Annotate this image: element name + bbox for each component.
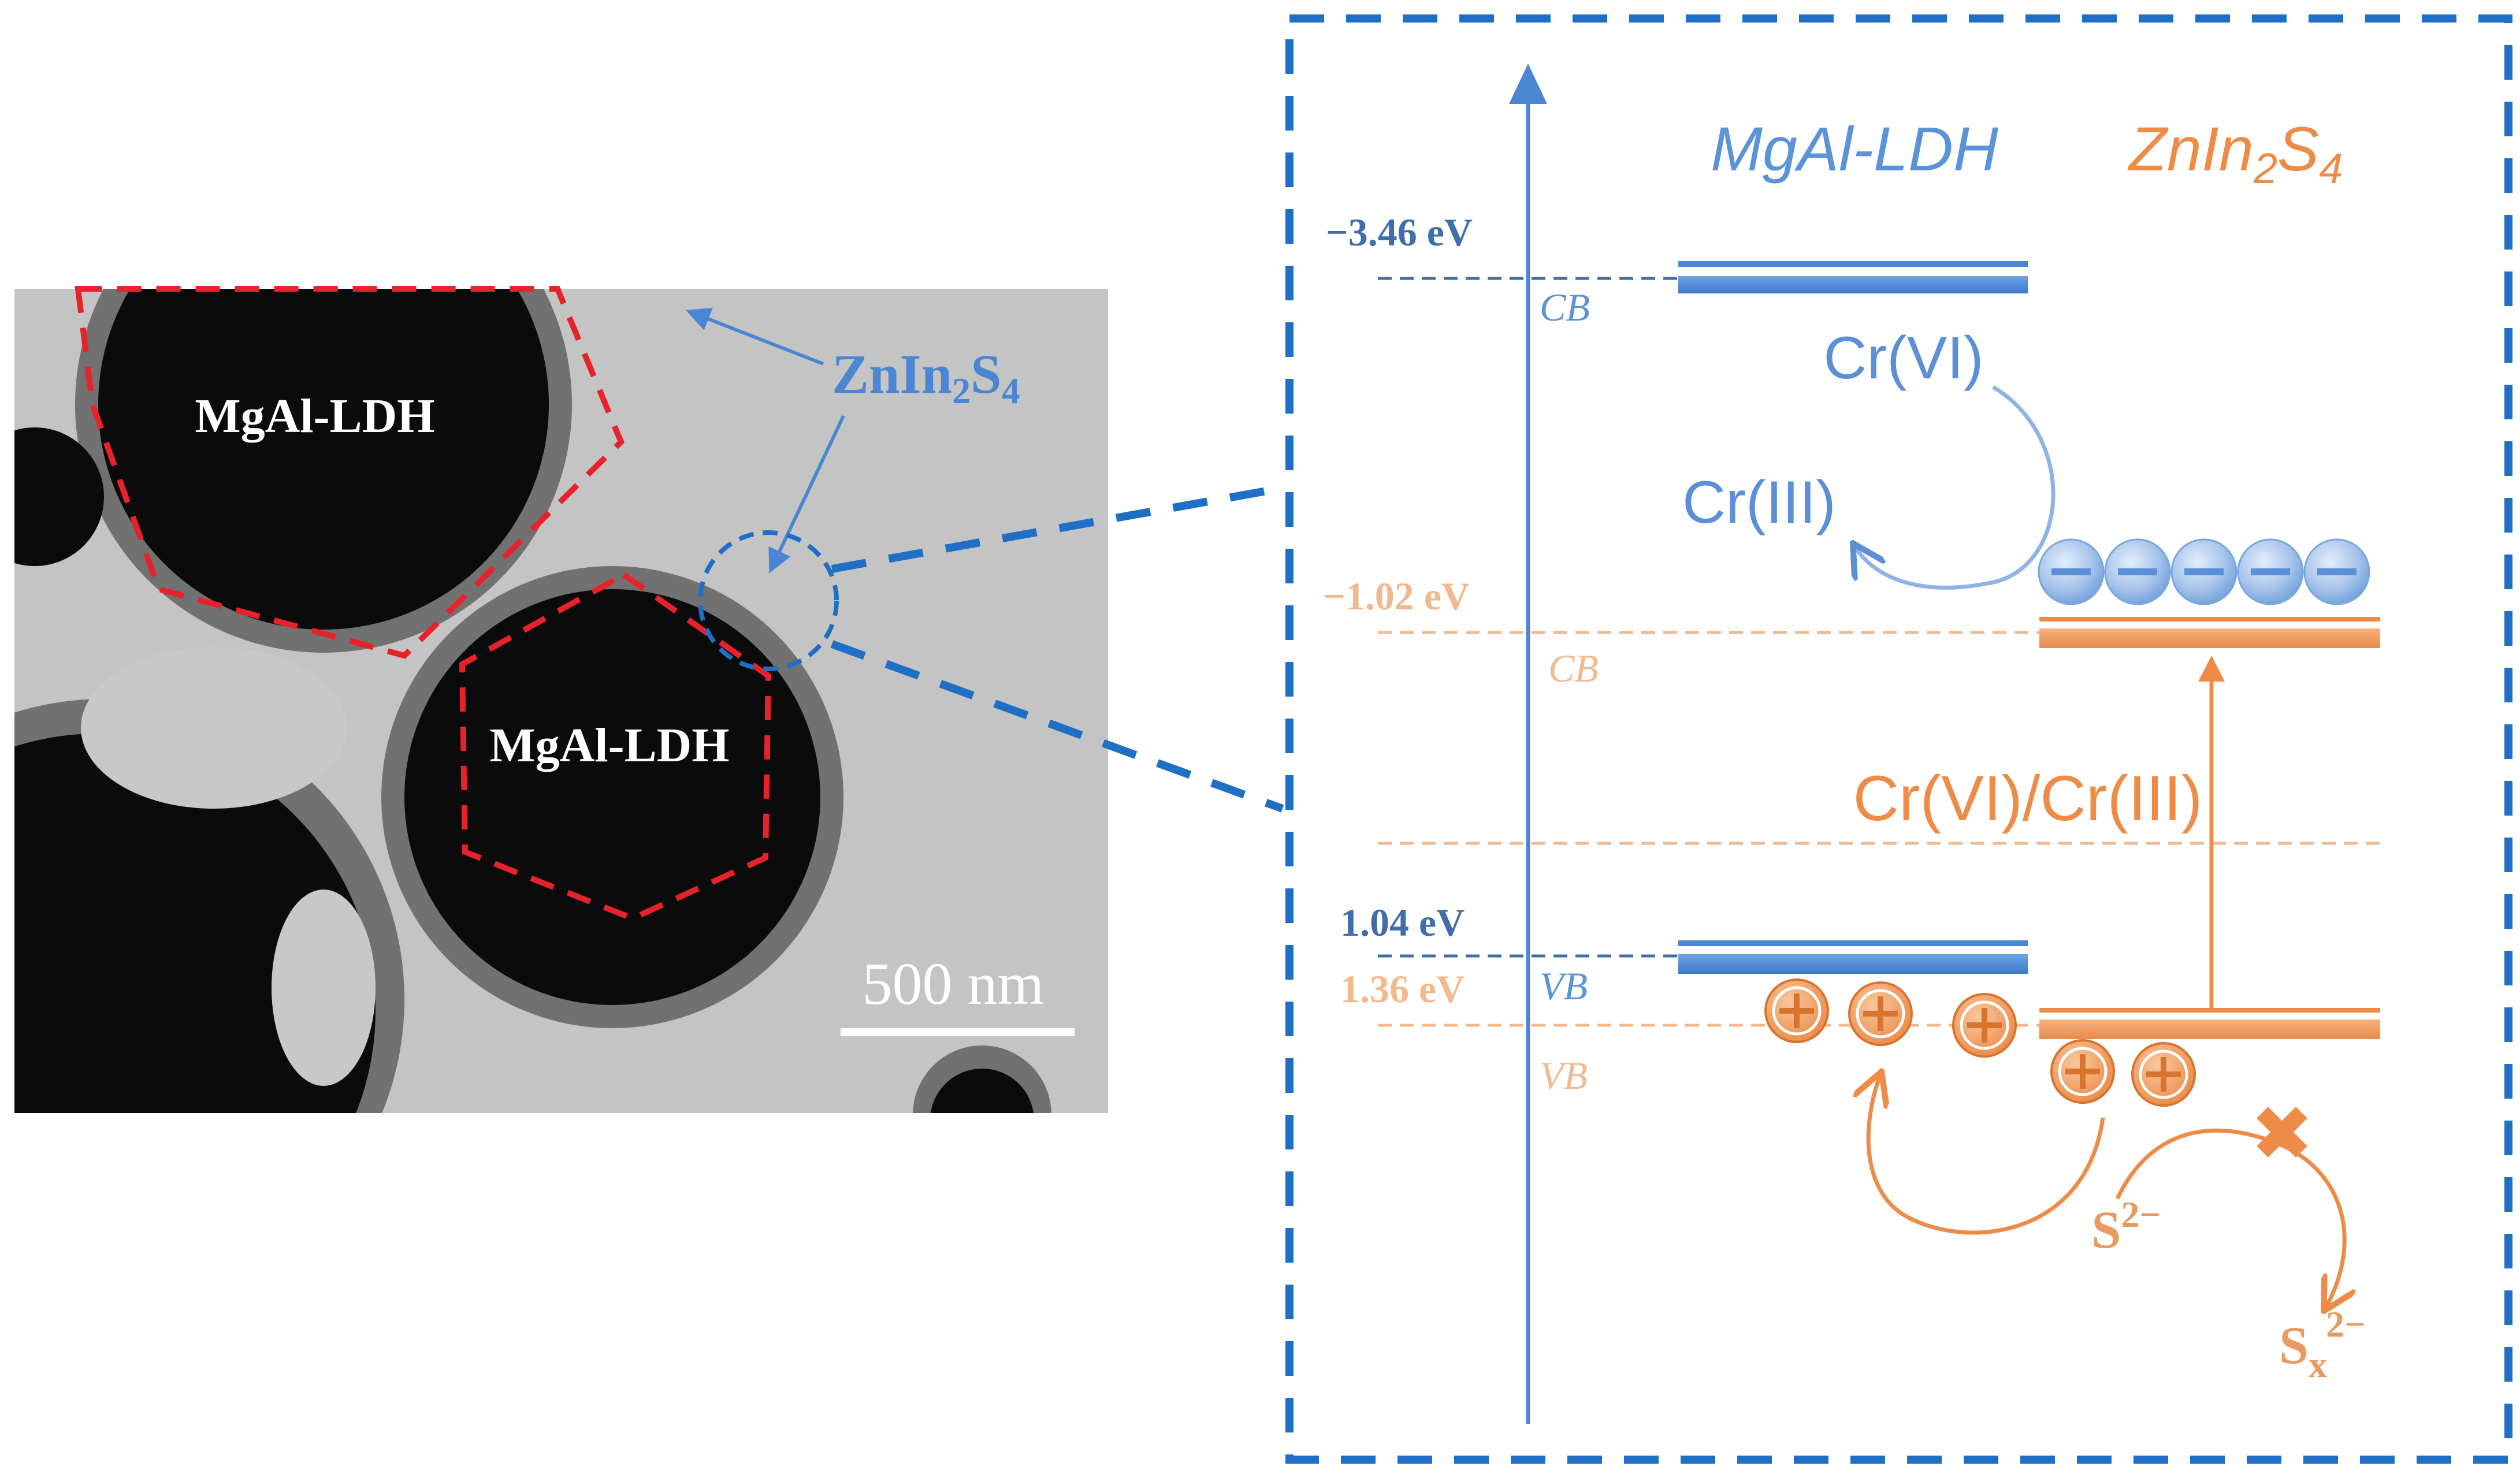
ldh-outline-center [459,571,772,922]
band-ldh-cb [1678,261,2028,293]
electron-icon [2170,538,2237,605]
level-zis-cb: −1.02 eV [1323,574,1470,618]
band-ldh-vb [1678,940,2028,974]
tem-label-particle-center: MgAl-LDH [489,719,729,772]
tem-label-particle-top: MgAl-LDH [195,389,434,443]
title-znin2s4: ZnIn2S4 [2127,114,2343,192]
hole-icon [2050,1039,2115,1104]
tem-image: MgAl-LDH MgAl-LDH ZnIn2S4 500 nm [14,286,1108,1113]
band-zis-vb [2039,1008,2380,1039]
label-sulfide: S2− [2091,1194,2161,1259]
electron-icon [2038,538,2105,605]
hole-transfer-arrow [1868,1074,2105,1235]
diagram-frame [1285,14,2512,1464]
label-cr3: Cr(III) [1682,469,1836,536]
hole-icon [2131,1042,2196,1107]
level-ldh-cb: −3.46 eV [1326,210,1473,254]
zoom-circle [698,530,839,671]
electrons [2038,538,2370,605]
label-polysulfide: Sx2− [2279,1304,2366,1385]
band-label-zis-cb: CB [1548,646,1599,690]
scale-bar-label: 500 nm [863,951,1045,1017]
label-cr6: Cr(VI) [1823,325,1983,392]
band-label-ldh-vb: VB [1540,964,1588,1008]
electron-icon [2104,538,2171,605]
level-zis-vb: 1.36 eV [1340,967,1465,1011]
hole-icon [1952,993,2017,1058]
band-zis-cb [2039,617,2380,648]
tem-callout-label: ZnIn2S4 [832,343,1020,411]
scale-bar [841,1028,1075,1036]
hole-icon [1848,981,1913,1046]
band-diagram: MgAl-LDH ZnIn2S4 −3.46 eV −1.02 eV 1.04 … [1285,14,2512,1464]
level-ldh-vb: 1.04 eV [1340,900,1465,944]
ldh-outline-top [75,286,625,659]
callout-arrow-bottom [768,415,845,574]
holes [1764,978,2196,1107]
reduction-arrow [1854,385,2056,590]
label-redox-couple: Cr(VI)/Cr(III) [1853,763,2203,834]
excitation-arrowhead [2198,656,2225,682]
zoom-connector-bottom [830,640,1284,813]
electron-icon [2303,538,2370,605]
band-label-zis-vb: VB [1540,1054,1588,1097]
tem-particles [14,289,1051,1113]
band-label-ldh-cb: CB [1540,285,1590,329]
callout-arrow-top [686,307,824,366]
hole-icon [1764,978,1829,1043]
electron-icon [2237,538,2304,605]
title-mgal-ldh: MgAl-LDH [1711,114,1999,184]
blocked-cross-icon [2257,1107,2307,1158]
zoom-connector-top [831,484,1284,573]
energy-axis-arrowhead [1509,64,1547,104]
